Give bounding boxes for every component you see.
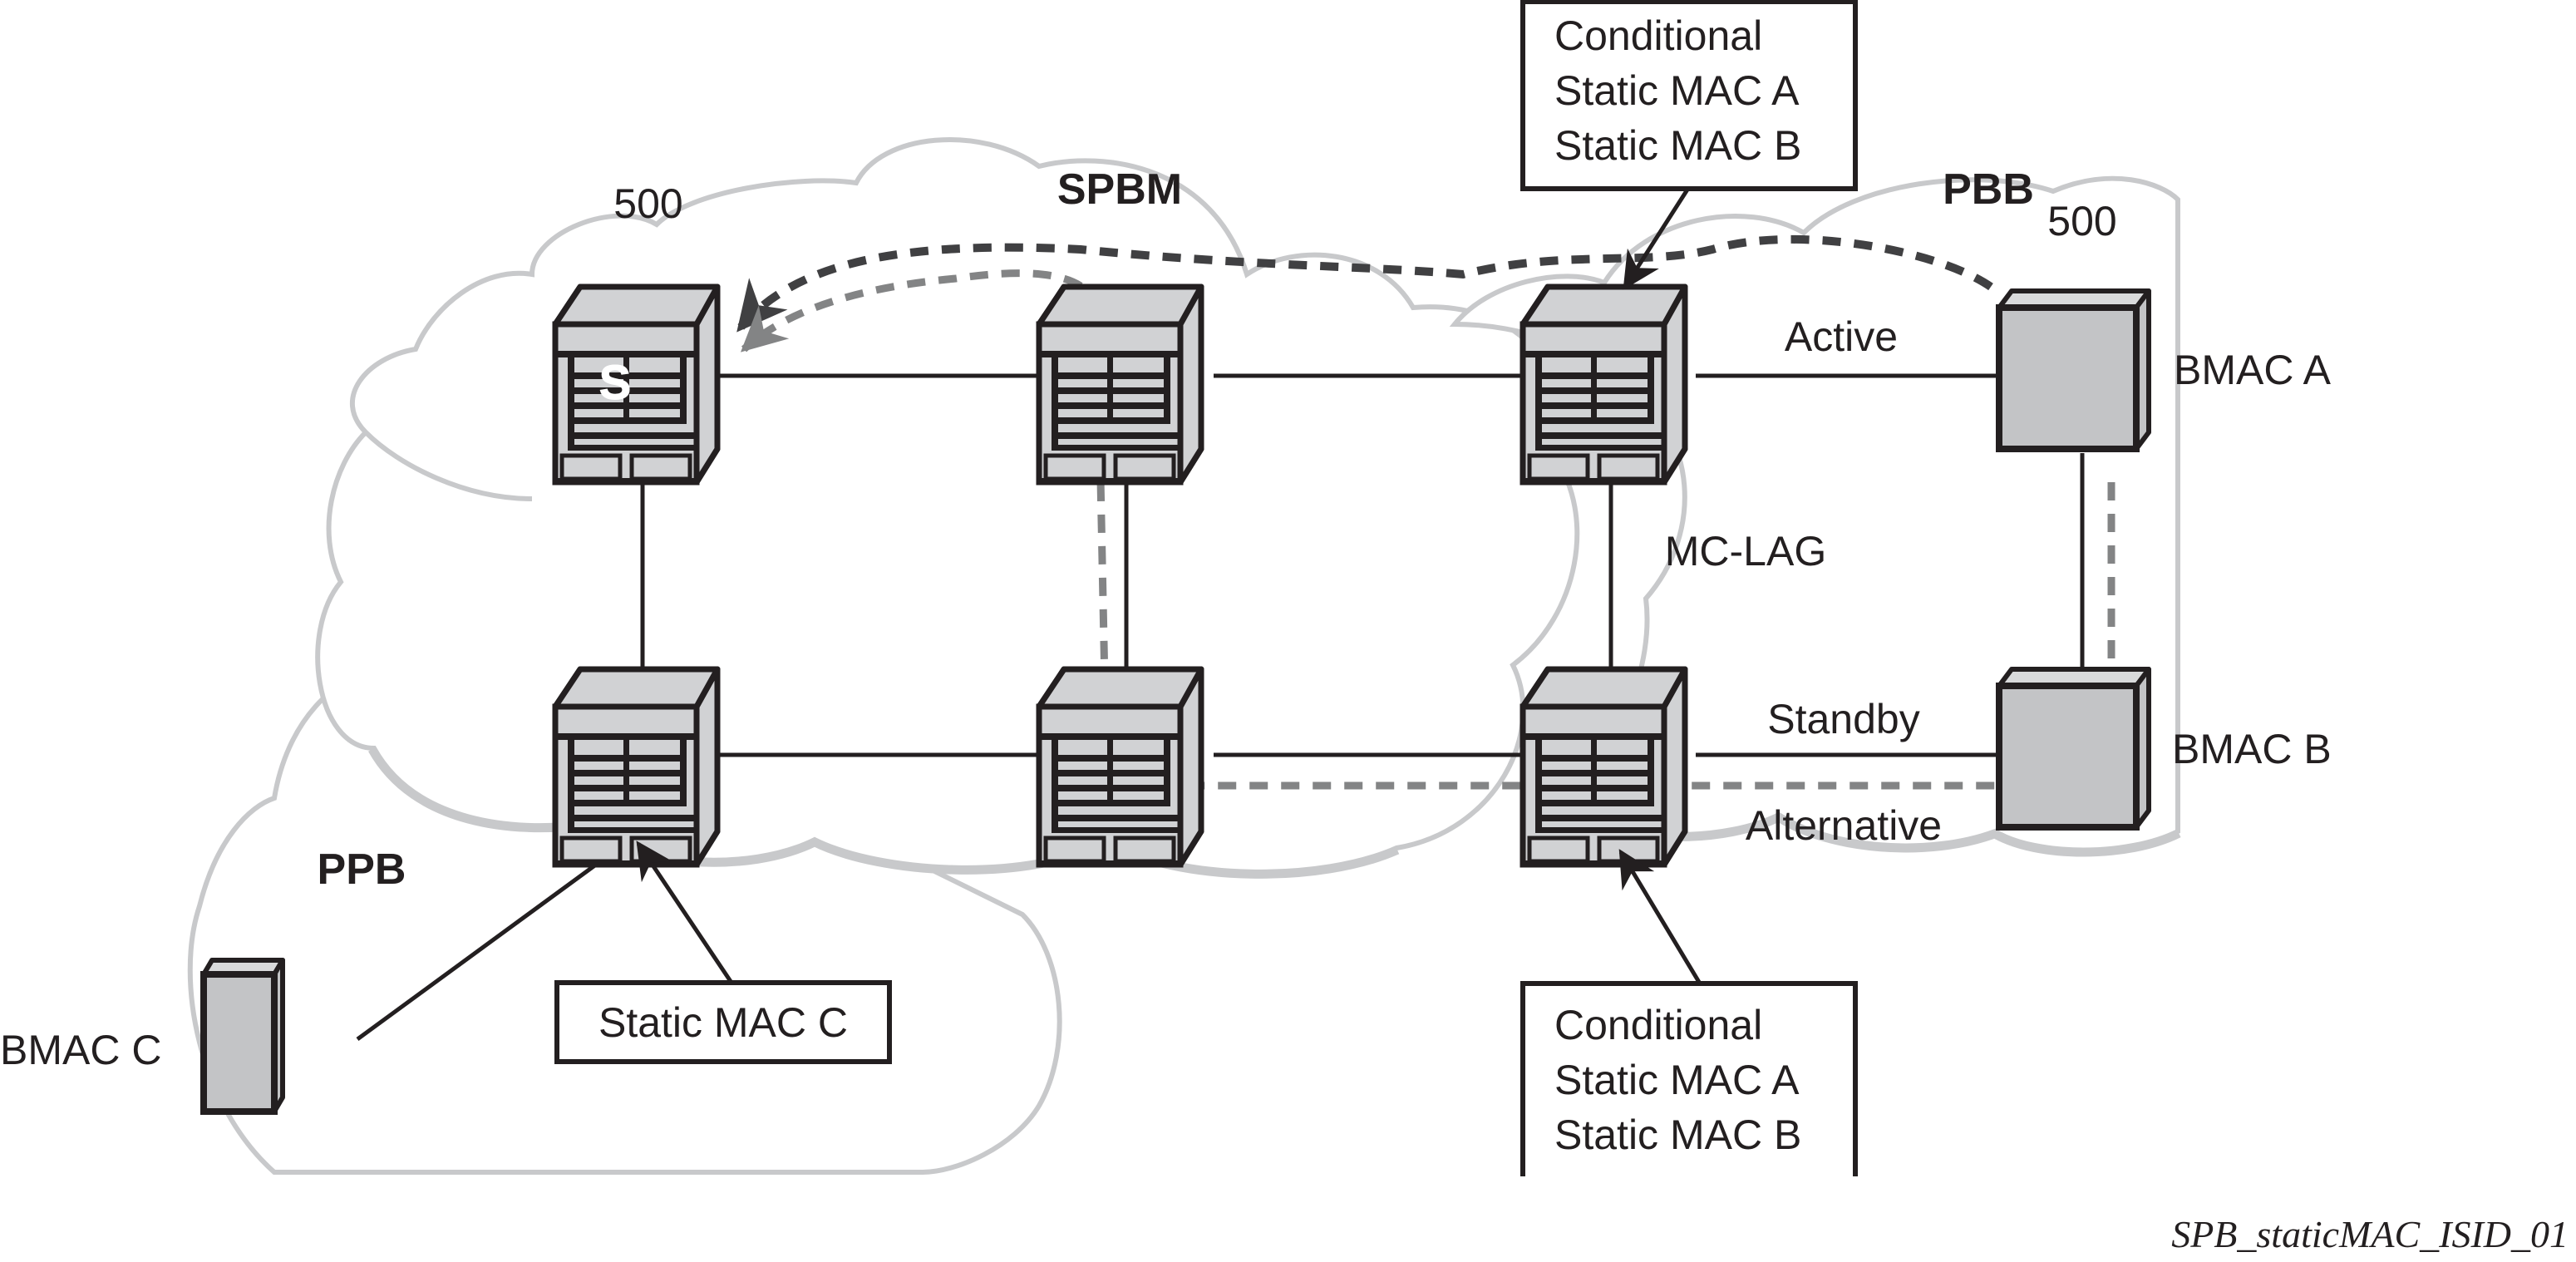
- isid-label-left: 500: [613, 180, 682, 227]
- figure-id: SPB_staticMAC_ISID_01: [2171, 1213, 2569, 1255]
- link-label-alternative: Alternative: [1746, 802, 1942, 849]
- domain-label-pbb: PBB: [1943, 165, 2034, 214]
- callout-top-line-1: Conditional: [1554, 12, 1762, 59]
- switch-ppb-gateway[interactable]: [555, 669, 717, 867]
- callout-bottom-line-2: Static MAC A: [1554, 1057, 1800, 1103]
- path-s-to-bmac-a: [736, 234, 1993, 333]
- links: [356, 373, 2085, 1042]
- callout-top: Conditional Static MAC A Static MAC B: [1520, 0, 1858, 290]
- callout-static-mac-c-label: Static MAC C: [598, 999, 848, 1046]
- link-label-active: Active: [1785, 313, 1898, 360]
- switch-spbm-bottom-middle[interactable]: [1039, 669, 1201, 867]
- switch-source[interactable]: S: [555, 287, 717, 485]
- endpoint-label-bmac-c: BMAC C: [0, 1027, 161, 1073]
- endpoint-label-bmac-a: BMAC A: [2174, 347, 2332, 393]
- bmac-a-device[interactable]: [1996, 288, 2151, 452]
- callout-bottom: Conditional Static MAC A Static MAC B: [1520, 849, 1858, 1176]
- link-label-mc-lag: MC-LAG: [1665, 528, 1826, 574]
- callout-bottom-line-3: Static MAC B: [1554, 1112, 1801, 1158]
- source-marker: S: [599, 356, 632, 410]
- switch-spbm-top-middle[interactable]: [1039, 287, 1201, 485]
- callout-static-mac-c: Static MAC C: [554, 841, 892, 1064]
- switch-mc-lag-standby[interactable]: [1523, 669, 1685, 867]
- link-label-standby: Standby: [1767, 696, 1919, 742]
- endpoint-label-bmac-b: BMAC B: [2172, 726, 2332, 772]
- isid-label-right: 500: [2047, 198, 2116, 244]
- switch-mc-lag-active[interactable]: [1523, 287, 1685, 485]
- domain-label-ppb: PPB: [318, 845, 406, 894]
- callout-top-line-2: Static MAC A: [1554, 67, 1800, 114]
- callout-top-line-3: Static MAC B: [1554, 122, 1801, 169]
- callout-bottom-line-1: Conditional: [1554, 1002, 1762, 1048]
- domain-label-spbm: SPBM: [1057, 165, 1182, 214]
- link-bmac-c: [356, 837, 632, 1042]
- bmac-b-device[interactable]: [1996, 667, 2151, 831]
- bmac-c-device[interactable]: [200, 958, 285, 1115]
